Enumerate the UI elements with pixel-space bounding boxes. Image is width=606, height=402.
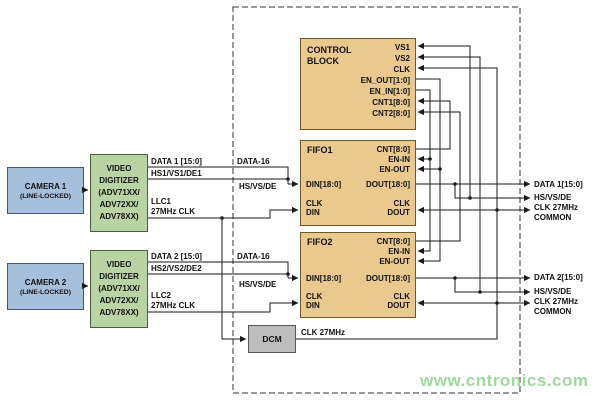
out-clk2-label-line1: CLK 27MHz [534,297,579,306]
fifo2-port-din: DIN[18:0] [306,274,342,283]
wire-en-out [416,78,442,265]
ch1-sync-label: HS1/VS1/DE1 [151,169,202,178]
camera1-title: CAMERA 1 [24,181,67,191]
out-clk1-label-line1: CLK 27MHz [534,203,579,212]
control-block: CONTROL BLOCK VS1 VS2 CLK EN_OUT[1:0] EN… [300,38,416,130]
fifo1-block: FIFO1 CNT[8:0] EN-IN EN-OUT DIN[18:0] DO… [300,140,416,226]
control-port-clk: CLK [393,64,410,74]
ch2-sync-bus-label: HS/VS/DE [239,280,277,289]
dcm-block: DCM [248,325,296,353]
control-ports: VS1 VS2 CLK EN_OUT[1:0] EN_IN[1:0] CNT1[… [361,42,410,119]
control-port-cnt2: CNT2[8:0] [372,108,410,118]
fifo1-port-dout: DOUT[18:0] [365,180,410,189]
control-port-en-in: EN_IN[1:0] [369,86,410,96]
wire-ch1-clock [148,206,299,343]
dcm-title: DCM [262,334,282,344]
fifo2-block: FIFO2 CNT[8:0] EN-IN EN-OUT DIN[18:0] DO… [300,232,416,318]
wire-vs2-feedback [417,53,482,294]
control-port-vs2: VS2 [394,53,410,63]
fifo2-title: FIFO2 [307,237,333,247]
dcm-clk-label: CLK 27MHz [301,328,346,337]
fifo1-title: FIFO1 [307,145,333,155]
fifo2-port-dout: DOUT[18:0] [365,274,410,283]
fifo1-port-en-out: EN-OUT [379,165,410,174]
fifo2-port-en-in: EN-IN [388,247,410,256]
wire-en-in [416,89,432,255]
camera2-box: CAMERA 2 (LINE-LOCKED) [7,263,84,310]
out-data1-label: DATA 1[15:0] [534,180,583,189]
digitizer1-line4: ADV72XX/ [99,200,139,209]
digitizer1-line3: (ADV71XX/ [98,188,140,197]
ch1-llc-label: LLC1 [151,197,171,206]
control-title-line1: CONTROL [307,45,352,55]
wire-cnt2 [416,108,461,242]
watermark: www.cntronics.com [420,371,589,390]
fifo2-port-cnt: CNT[8:0] [376,237,410,246]
control-port-vs1: VS1 [394,42,410,52]
out-clk2-label-line2: COMMON [534,307,572,316]
fifo1-port-din: DIN[18:0] [306,180,342,189]
ch2-bus16-label: DATA-16 [237,252,270,261]
ch1-bus16-label: DATA-16 [237,157,270,166]
wire-fifo2-dout [416,274,531,296]
digitizer2-line3: (ADV71XX/ [98,284,140,293]
wire-vs1-feedback [417,42,472,200]
camera2-title: CAMERA 2 [24,277,67,287]
control-port-cnt1: CNT1[8:0] [372,97,410,107]
ch2-clk-label: 27MHz CLK [151,301,196,310]
camera1-subtitle: (LINE-LOCKED) [20,192,71,200]
ch1-sync-bus-label: HS/VS/DE [239,182,277,191]
digitizer1-line5: ADV78XX) [99,212,139,221]
ch1-clk-label: 27MHz CLK [151,207,196,216]
camera2-subtitle: (LINE-LOCKED) [20,288,71,296]
digitizer2-line4: ADV72XX/ [99,296,139,305]
ch2-sync-label: HS2/VS2/DE2 [151,264,202,273]
ch2-llc-label: LLC2 [151,291,171,300]
control-title-line2: BLOCK [307,56,339,66]
wire-fifo1-dout [416,180,531,202]
digitizer2-line2: DIGITIZER [99,272,139,281]
ch1-data-label: DATA 1 [15:0] [151,157,202,166]
fifo1-port-cnt: CNT[8:0] [376,145,410,154]
fifo1-right-ports: CNT[8:0] EN-IN EN-OUT [377,145,410,175]
ch2-data-label: DATA 2 [15:0] [151,252,202,261]
fifo1-port-en-in: EN-IN [388,155,410,164]
fifo2-port-en-out: EN-OUT [379,257,410,266]
out-clk1-label-line2: COMMON [534,213,572,222]
out-sync2-label: HS/VS/DE [534,287,572,296]
digitizer2-line1: VIDEO [106,260,132,269]
digitizer1-box: VIDEO DIGITIZER (ADV71XX/ ADV72XX/ ADV78… [90,154,148,232]
camera1-box: CAMERA 1 (LINE-LOCKED) [7,167,84,214]
digitizer2-line5: ADV78XX) [99,308,139,317]
fifo2-right-ports: CNT[8:0] EN-IN EN-OUT [377,237,410,267]
control-port-en-out: EN_OUT[1:0] [360,75,410,85]
digitizer1-line1: VIDEO [106,164,132,173]
out-data2-label: DATA 2[15:0] [534,273,583,282]
digitizer1-line2: DIGITIZER [99,176,139,185]
digitizer2-box: VIDEO DIGITIZER (ADV71XX/ ADV72XX/ ADV78… [90,250,148,328]
wire-cnt1 [416,97,451,150]
out-sync1-label: HS/VS/DE [534,193,572,202]
